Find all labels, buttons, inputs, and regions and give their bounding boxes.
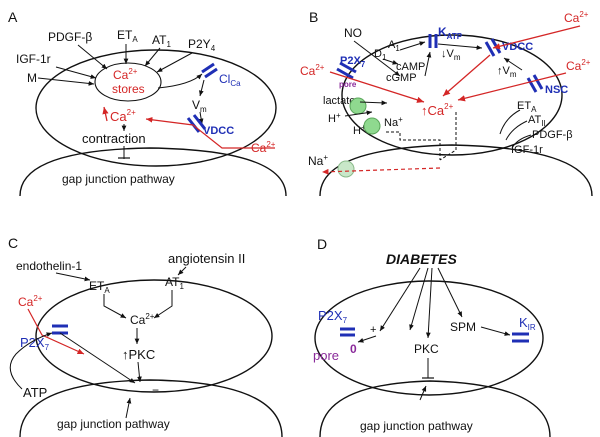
svg-text:+: + [370, 324, 376, 336]
label-h2-b: H+ [353, 123, 366, 137]
arrow-pdgf-a [77, 44, 108, 70]
endothelial-cell-d [319, 380, 551, 437]
ca-top-b: Ca2+ [564, 10, 589, 25]
arrow-ca-influx-a [145, 116, 275, 149]
label-p2x7-d: P2X7 [318, 308, 348, 325]
panel-b-letter: B [309, 9, 318, 25]
svg-text:−: − [152, 383, 159, 397]
label-a1-b: A1 [388, 39, 400, 53]
ca-right-b: Ca2+ [566, 58, 591, 73]
label-vm-a: Vm [192, 98, 207, 114]
label-p2y4-a: P2Y4 [188, 37, 216, 53]
panel-c-letter: C [8, 235, 18, 251]
label-atp-c: ATP [23, 385, 47, 400]
label-p2x7-b: P2X7 [340, 55, 366, 69]
na-transporter-b [337, 160, 355, 178]
ca-intracellular-a: Ca2+ [110, 108, 136, 124]
label-cgmp-b: cGMP [386, 72, 417, 84]
cl-channel-a [201, 62, 215, 74]
panel-b: B NO KATP Ca2+ Ca2+ Ca2+ D1 A1 cAMP cGMP… [300, 9, 593, 197]
label-igf-b: IGF-1r [511, 144, 543, 156]
label-vm1-b: ↓Vm [441, 48, 461, 62]
label-na1-b: Na+ [384, 115, 403, 129]
label-pkc-d: PKC [414, 342, 439, 356]
arrow-igf-a [55, 66, 97, 79]
label-eta-b: ETA [517, 100, 537, 114]
arrow-no-b [353, 40, 401, 77]
arrow-m-a [37, 77, 95, 86]
arrow-p2y4-a [156, 52, 193, 73]
label-vm2-b: ↑Vm [497, 65, 517, 79]
label-cl-a: ClCa [219, 72, 241, 88]
label-atii-b: ATII [528, 114, 546, 128]
nsc-channel-b [526, 77, 538, 93]
label-pkc-c: ↑PKC [122, 347, 155, 362]
label-na2-b: Na+ [308, 153, 328, 168]
label-nsc-b: NSC [545, 84, 568, 96]
lactate-transporter-b [349, 97, 367, 115]
ca-extracellular-c: Ca2+ [18, 294, 43, 309]
endothelial-cell-a [19, 147, 287, 197]
label-contraction-a: contraction [82, 131, 146, 146]
ca-intracellular-c: Ca2+ [130, 312, 155, 327]
arrow-stores-to-cl-a [157, 73, 203, 89]
ca-extracellular-a: Ca2+ [251, 140, 276, 155]
label-angiotensin-c: angiotensin II [168, 251, 245, 266]
label-pdgf-b: PDGF-β [532, 129, 573, 141]
label-vdcc-a: VDCC [203, 125, 234, 137]
label-no-b: NO [344, 26, 362, 40]
svg-text:0: 0 [350, 342, 357, 356]
label-at1-c: AT1 [165, 275, 184, 291]
label-katp-b: KATP [438, 25, 463, 41]
pericyte-cell-a [35, 49, 277, 167]
stores-ca-a: Ca2+ [113, 67, 138, 82]
label-gap-d: gap junction pathway [360, 419, 473, 433]
label-endothelin-c: endothelin-1 [16, 259, 82, 273]
label-gap-a: gap junction pathway [62, 172, 175, 186]
endothelial-cell-c [19, 379, 283, 437]
label-m-a: M [27, 71, 37, 85]
panel-a: A PDGF-β ETA AT1 P2Y4 IGF-1r M Ca2+ stor… [8, 9, 287, 197]
ca-center-b: ↑Ca2+ [421, 102, 454, 118]
ca-left-b: Ca2+ [300, 63, 325, 78]
label-camp-b: cAMP [396, 61, 425, 73]
label-p2x7-c: P2X7 [20, 335, 50, 352]
label-pore-d: pore [313, 348, 339, 363]
label-pdgf-a: PDGF-β [48, 30, 92, 44]
label-diabetes-d: DIABETES [386, 251, 457, 267]
panel-a-letter: A [8, 9, 18, 25]
arrow-stores-release-a [102, 106, 109, 122]
arrow-at1-a [144, 47, 161, 67]
endothelial-cell-b [319, 144, 593, 197]
nhe-transporter-b [363, 117, 381, 135]
pericyte-cell-c [35, 279, 273, 393]
label-igf-a: IGF-1r [16, 52, 51, 66]
label-gap-c: gap junction pathway [57, 417, 170, 431]
label-spm-d: SPM [450, 320, 476, 334]
label-lactate-b: lactate [323, 95, 355, 107]
label-kir-d: KIR [519, 315, 536, 332]
label-vdcc-b: VDCC [502, 41, 533, 53]
pericyte-cell-b [341, 34, 563, 156]
label-at1-a: AT1 [152, 33, 171, 49]
panel-d: D DIABETES P2X7 pore 0 KIR SPM PKC + gap… [313, 236, 551, 437]
panel-d-letter: D [317, 236, 327, 252]
panel-c: C endothelin-1 angiotensin II ETA AT1 Ca… [8, 235, 283, 437]
label-d1-b: D1 [374, 48, 387, 62]
label-h1-b: H+ [328, 111, 341, 125]
pericyte-cell-d [314, 280, 544, 396]
vdcc-channel-b [484, 41, 496, 57]
label-eta-a: ETA [117, 28, 138, 44]
stores-label-a: stores [112, 82, 145, 96]
label-pore-b: pore [339, 80, 357, 89]
label-eta-c: ETA [89, 279, 110, 295]
p2x7-channel-b [339, 61, 357, 74]
